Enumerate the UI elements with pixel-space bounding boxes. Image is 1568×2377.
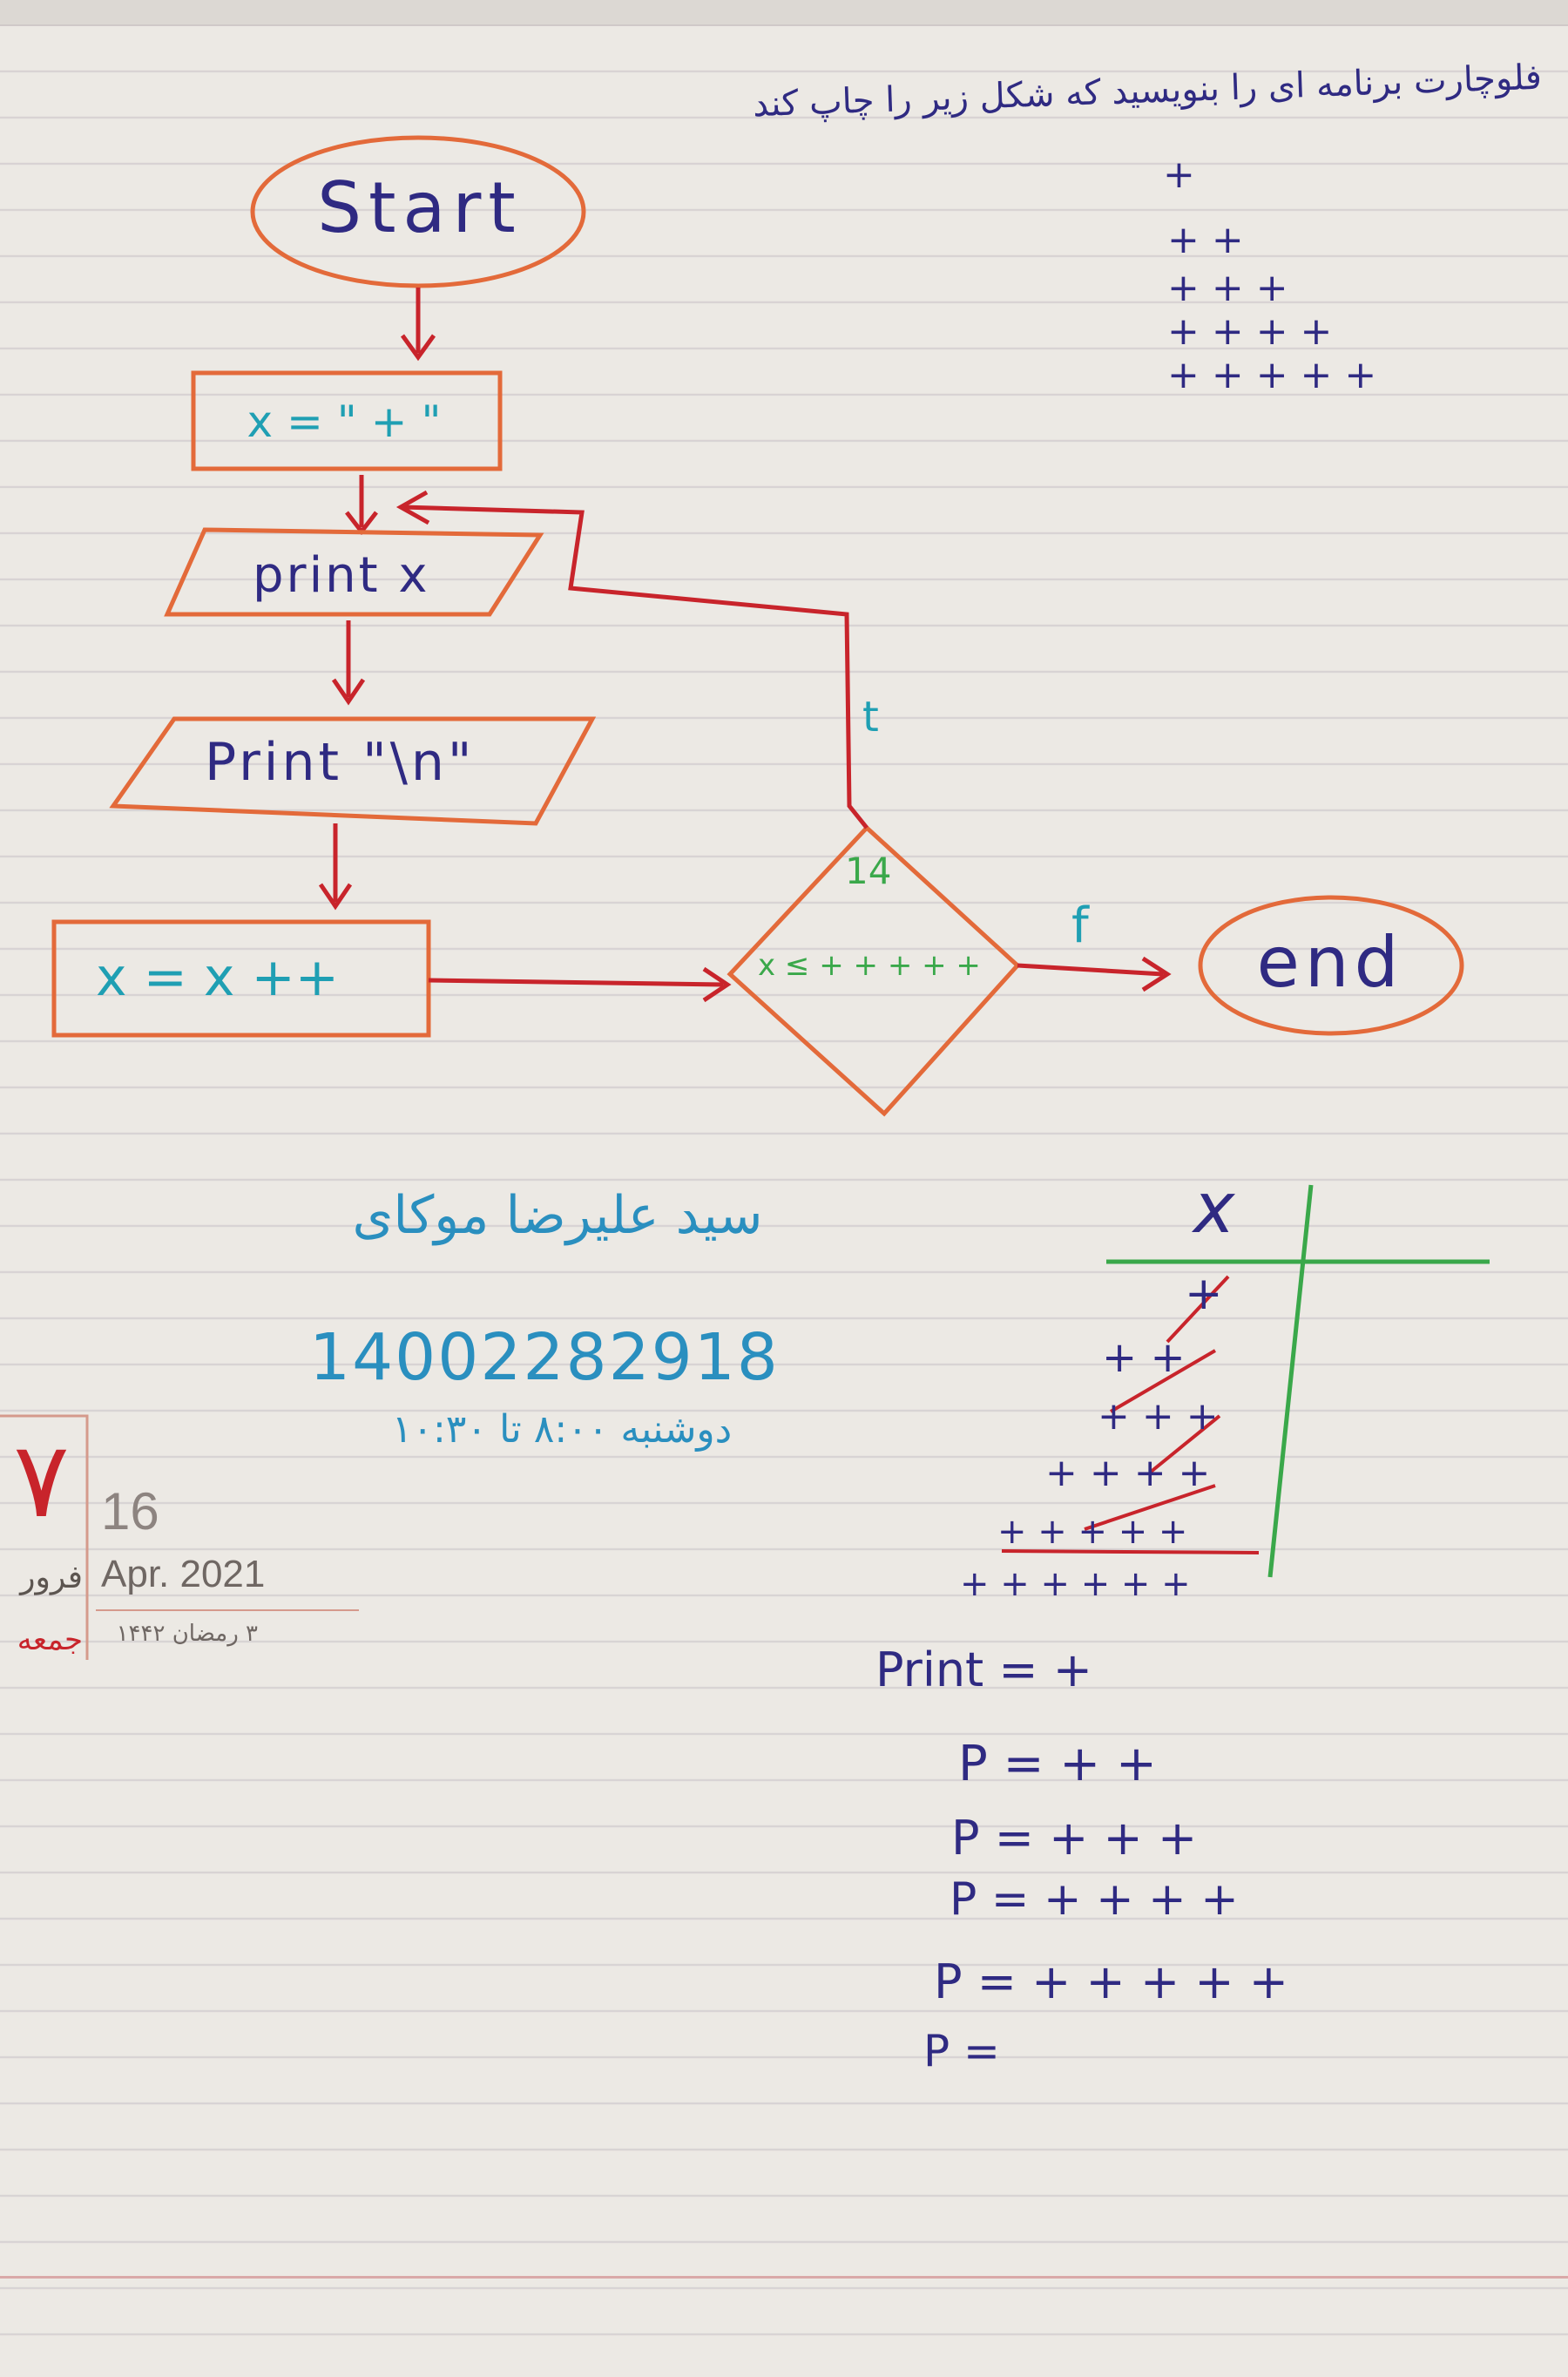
print-x-label: print x: [253, 547, 430, 604]
arrowhead: [400, 334, 436, 362]
start-label: Start: [317, 167, 523, 248]
pattern-row: +: [1163, 152, 1195, 197]
pattern-row: + + + + +: [1167, 353, 1377, 397]
diary-weekday: جمعه: [17, 1622, 83, 1657]
strike-mark: [1001, 1549, 1260, 1554]
assign-label: x = " + ": [247, 396, 442, 447]
trace-row: + +: [1102, 1333, 1186, 1382]
print-line: P = + + +: [951, 1811, 1198, 1866]
strike-mark: [1166, 1275, 1230, 1344]
print-line: P = + +: [958, 1736, 1157, 1792]
false-label: f: [1071, 897, 1089, 954]
arrowhead: [395, 490, 430, 525]
increment-box: [51, 919, 431, 1038]
end-label: end: [1256, 922, 1404, 1003]
print-line: P = + + + + +: [934, 1954, 1289, 2009]
diary-day-number: ۷: [13, 1420, 70, 1541]
diary-month: فرور: [20, 1560, 83, 1595]
trace-row: + + + +: [1045, 1451, 1211, 1495]
trace-table-vertical-line: [1267, 1184, 1314, 1578]
student-id: 14002282918: [309, 1320, 780, 1395]
trace-table-header: x: [1193, 1168, 1235, 1249]
end-oval: [1198, 895, 1464, 1036]
increment-label: x = x ++: [96, 947, 340, 1008]
decision-number: 14: [845, 850, 892, 892]
trace-row: +: [1185, 1268, 1223, 1320]
trace-row: + + +: [1098, 1394, 1219, 1439]
true-label: t: [862, 693, 879, 742]
diary-date: 16: [101, 1482, 159, 1541]
strike-mark: [1148, 1414, 1221, 1474]
strike-mark: [1109, 1349, 1217, 1413]
start-oval: [250, 135, 586, 288]
student-schedule: دوشنبه ۸:۰۰ تا ۱۰:۳۰: [391, 1407, 733, 1452]
trace-row: + + + + + +: [960, 1564, 1191, 1604]
arrowhead: [331, 678, 366, 706]
arrowhead: [702, 966, 732, 1003]
print-line: Print = +: [875, 1642, 1093, 1697]
arrow-decision-end: [1017, 963, 1164, 977]
decision-diamond: [727, 824, 1021, 1117]
assign-box: [191, 370, 503, 471]
diary-hijri: ۳ رمضان ۱۴۴۲: [116, 1621, 258, 1647]
top-edge: [0, 0, 1568, 26]
pattern-row: + + +: [1167, 266, 1288, 310]
student-name: سید علیرضا موکای: [352, 1185, 763, 1246]
pattern-row: + + + +: [1167, 309, 1333, 354]
strike-mark: [1084, 1484, 1216, 1531]
arrow-increment-decision: [428, 978, 724, 987]
arrowhead: [318, 883, 353, 911]
print-newline-parallelogram: [109, 716, 597, 826]
pattern-row: + +: [1167, 218, 1244, 262]
arrowhead: [1141, 956, 1172, 992]
loop-back-path: [402, 505, 868, 830]
print-line: P = + + + +: [950, 1873, 1239, 1926]
diary-month-year: Apr. 2021: [101, 1553, 266, 1595]
bottom-margin-rule: [0, 2276, 1568, 2279]
trace-row: + + + + +: [997, 1512, 1188, 1552]
print-line: P =: [923, 2026, 1000, 2076]
diary-box-line: [0, 1414, 89, 1660]
print-newline-label: Print "\n": [205, 732, 476, 793]
decision-label: x ≤ + + + + +: [758, 948, 981, 983]
print-x-parallelogram: [164, 527, 544, 617]
